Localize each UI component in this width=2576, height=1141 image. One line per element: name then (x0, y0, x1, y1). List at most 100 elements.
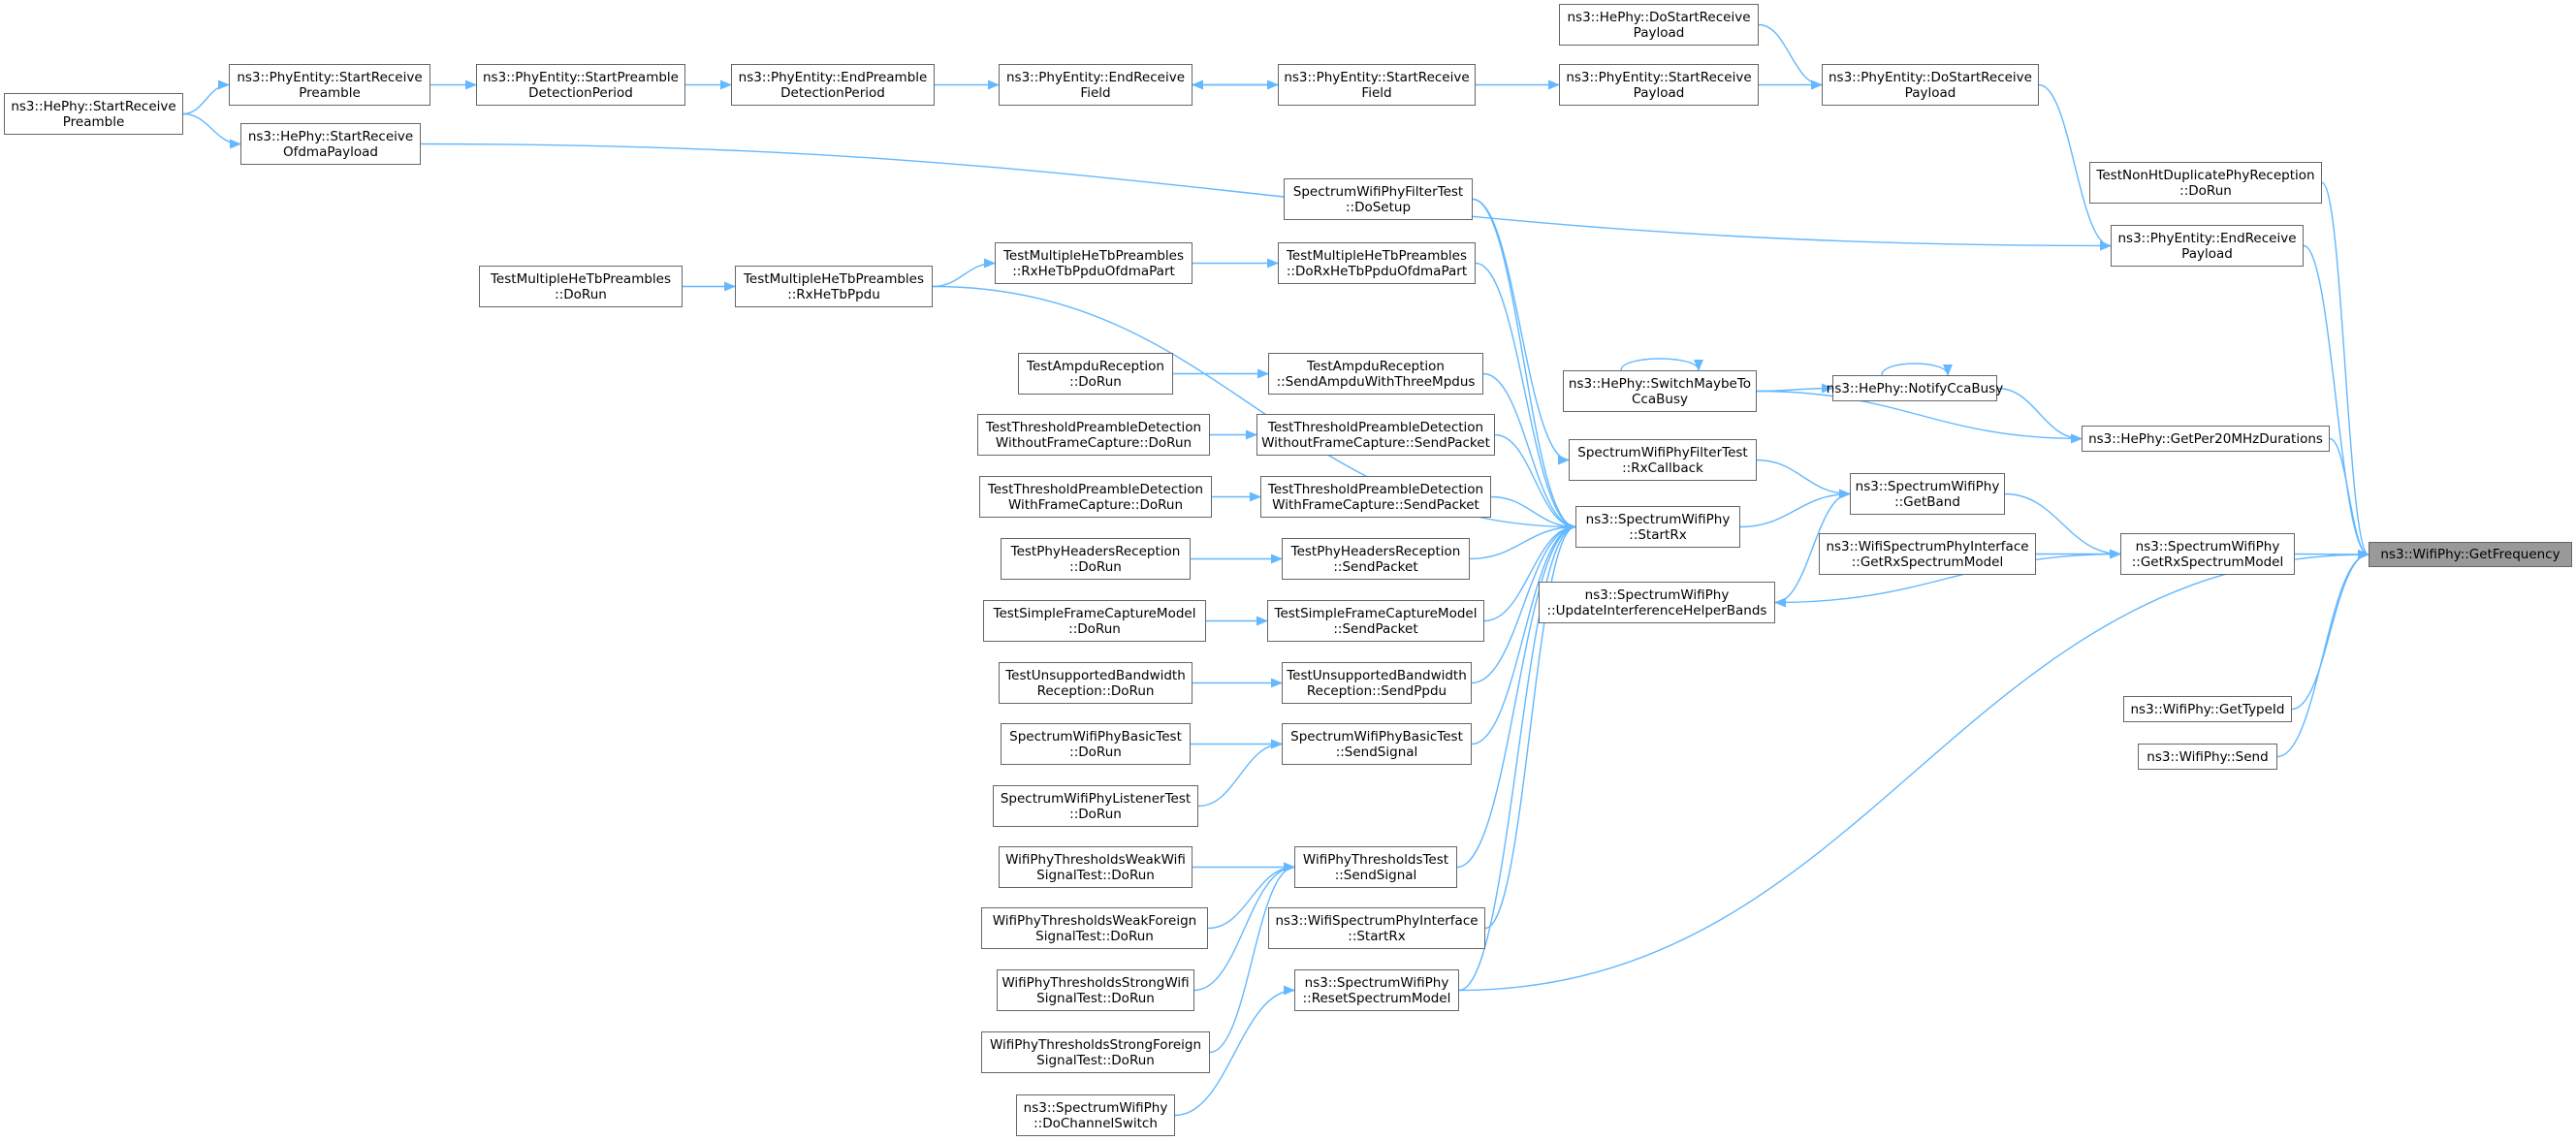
edge-filtertest_dosetup-to-spectrumwifiphy_startrx (1472, 198, 1576, 532)
edge-spectrumwifiphy_dochannelswitch-to-spectrumwifiphy_resetspectrummodel (1174, 985, 1295, 1117)
node-wifiphy-send[interactable]: ns3::WifiPhy::Send (2138, 744, 2277, 770)
edge-unsupportedbw_sendppdu-to-spectrumwifiphy_startrx (1471, 522, 1576, 684)
node-wifiphy-gettypeid[interactable]: ns3::WifiPhy::GetTypeId (2123, 696, 2292, 722)
node-interface-startrx[interactable]: ns3::WifiSpectrumPhyInterface::StartRx (1268, 907, 1485, 949)
node-basictest-dorun[interactable]: SpectrumWifiPhyBasicTest::DoRun (1001, 723, 1191, 765)
node-label-line: ::StartRx (1629, 526, 1687, 543)
node-label-line: TestMultipleHeTbPreambles (1286, 247, 1468, 264)
node-label-line: SpectrumWifiPhyBasicTest (1290, 728, 1463, 745)
node-label-line: TestThresholdPreambleDetection (987, 481, 1204, 497)
node-multiplehetb-dorxhetbppduofdmapart[interactable]: TestMultipleHeTbPreambles::DoRxHeTbPpduO… (1278, 242, 1476, 284)
node-wifiphy-getfrequency[interactable]: ns3::WifiPhy::GetFrequency (2369, 542, 2572, 567)
node-label-line: ns3::PhyEntity::EndReceive (2117, 230, 2297, 246)
edge-hephy_getper20mhzdurations-to-getfrequency (2329, 437, 2369, 559)
edge-hephy_startreceiveofdmapayload-to-phyentity_endreceivepayload (420, 143, 2112, 251)
node-multiplehetb-dorun[interactable]: TestMultipleHeTbPreambles::DoRun (479, 266, 683, 307)
edge-thresholdwith_sendpacket-to-spectrumwifiphy_startrx (1490, 495, 1576, 532)
edge-hephy_startreceivepreamble-to-hephy_startreceiveofdmapayload (182, 112, 241, 149)
node-listenertest-dorun[interactable]: SpectrumWifiPhyListenerTest::DoRun (993, 785, 1198, 827)
node-label-line: ::GetBand (1894, 493, 1960, 510)
node-label-line: ::SendPacket (1333, 620, 1418, 637)
node-label-line: Preamble (62, 113, 125, 130)
node-testnonhtduplicate-dorun[interactable]: TestNonHtDuplicatePhyReception::DoRun (2089, 162, 2322, 204)
edge-spectrumwifiphy_getband-to-spectrumwifiphy_getrxspectrummodel (2004, 492, 2121, 559)
node-hephy-notifyccabusy[interactable]: ns3::HePhy::NotifyCcaBusy (1827, 375, 2003, 401)
node-label-line: TestThresholdPreambleDetection (1267, 419, 1484, 435)
edge-interface_startrx-to-spectrumwifiphy_startrx (1484, 522, 1576, 930)
node-label-line: SignalTest::DoRun (1036, 867, 1155, 883)
node-label-line: TestUnsupportedBandwidth (1287, 667, 1467, 683)
node-label-line: ns3::HePhy::NotifyCcaBusy (1826, 380, 2004, 396)
node-spectrumwifiphy-getband[interactable]: ns3::SpectrumWifiPhy::GetBand (1850, 473, 2005, 515)
node-label-line: ::DoSetup (1345, 199, 1412, 215)
edge-strongwifi_dorun-to-thresholdstest_sendsignal (1193, 862, 1295, 992)
node-label-line: ::DoRun (2179, 182, 2232, 199)
node-label-line: ::DoRun (1069, 744, 1122, 760)
edge-hephy_switchmaybetoccabusy-to-hephy_getper20mhzdurations (1756, 390, 2083, 444)
node-spectrumwifiphy-startrx[interactable]: ns3::SpectrumWifiPhy::StartRx (1575, 506, 1740, 548)
node-label-line: Payload (2181, 245, 2233, 262)
node-hephy-getper20mhzdurations[interactable]: ns3::HePhy::GetPer20MHzDurations (2082, 426, 2330, 452)
node-label-line: TestUnsupportedBandwidth (1005, 667, 1186, 683)
node-ampdureception-sendampdu[interactable]: TestAmpduReception::SendAmpduWithThreeMp… (1268, 353, 1483, 395)
node-label-line: ::SendAmpduWithThreeMpdus (1276, 373, 1476, 390)
node-label-line: ::RxCallback (1622, 460, 1703, 476)
node-thresholdstest-sendsignal[interactable]: WifiPhyThresholdsTest::SendSignal (1294, 846, 1457, 888)
node-simpleframecapture-sendpacket[interactable]: TestSimpleFrameCaptureModel::SendPacket (1267, 600, 1484, 642)
node-label-line: WithoutFrameCapture::DoRun (995, 434, 1193, 451)
edge-multiplehetb_rxhetbppdu-to-multiplehetb_rxhetbppduofdmapart (932, 258, 996, 288)
node-label-line: ::RxHeTbPpdu (787, 286, 880, 302)
node-label-line: ::SendSignal (1334, 867, 1417, 883)
node-spectrumwifiphy-dochannelswitch[interactable]: ns3::SpectrumWifiPhy::DoChannelSwitch (1016, 1094, 1175, 1136)
node-basictest-sendsignal[interactable]: SpectrumWifiPhyBasicTest::SendSignal (1282, 723, 1472, 765)
node-label-line: ::DoChannelSwitch (1034, 1115, 1158, 1131)
node-interface-getrxspectrummodel[interactable]: ns3::WifiSpectrumPhyInterface::GetRxSpec… (1819, 533, 2036, 575)
node-label-line: WifiPhyThresholdsStrongForeign (989, 1036, 1202, 1053)
node-multiplehetb-rxhetbppduofdmapart[interactable]: TestMultipleHeTbPreambles::RxHeTbPpduOfd… (995, 242, 1193, 284)
edge-multiplehetb_dorxhetbppduofdmapart-to-spectrumwifiphy_startrx (1475, 262, 1576, 532)
node-multiplehetb-rxhetbppdu[interactable]: TestMultipleHeTbPreambles::RxHeTbPpdu (735, 266, 933, 307)
node-phyheaders-dorun[interactable]: TestPhyHeadersReception::DoRun (1001, 538, 1191, 580)
node-label-line: ns3::SpectrumWifiPhy (1855, 478, 2000, 494)
edge-thresholdwithout_sendpacket-to-spectrumwifiphy_startrx (1494, 433, 1576, 532)
node-spectrumwifiphy-updateinterference[interactable]: ns3::SpectrumWifiPhy::UpdateInterference… (1539, 582, 1775, 623)
node-ampdureception-dorun[interactable]: TestAmpduReception::DoRun (1018, 353, 1173, 395)
node-spectrumwifiphy-resetspectrummodel[interactable]: ns3::SpectrumWifiPhy::ResetSpectrumModel (1294, 969, 1459, 1011)
node-phyheaders-sendpacket[interactable]: TestPhyHeadersReception::SendPacket (1282, 538, 1470, 580)
node-simpleframecapture-dorun[interactable]: TestSimpleFrameCaptureModel::DoRun (983, 600, 1206, 642)
node-spectrumwifiphy-getrxspectrummodel[interactable]: ns3::SpectrumWifiPhy::GetRxSpectrumModel (2120, 533, 2295, 575)
node-label-line: ns3::PhyEntity::DoStartReceive (1829, 69, 2032, 85)
edge-hephy_switchmaybetoccabusy-to-hephy_switchmaybetoccabusy (1620, 358, 1703, 371)
node-label-line: ns3::HePhy::DoStartReceive (1567, 9, 1751, 25)
node-label-line: TestMultipleHeTbPreambles (1002, 247, 1185, 264)
node-filtertest-rxcallback[interactable]: SpectrumWifiPhyFilterTest::RxCallback (1569, 439, 1757, 481)
node-filtertest-dosetup[interactable]: SpectrumWifiPhyFilterTest::DoSetup (1284, 178, 1473, 220)
node-label-line: Field (1361, 84, 1392, 101)
node-label-line: ns3::WifiPhy::GetTypeId (2130, 701, 2285, 717)
node-label-line: DetectionPeriod (780, 84, 885, 101)
node-label-line: ns3::HePhy::StartReceive (11, 98, 176, 114)
